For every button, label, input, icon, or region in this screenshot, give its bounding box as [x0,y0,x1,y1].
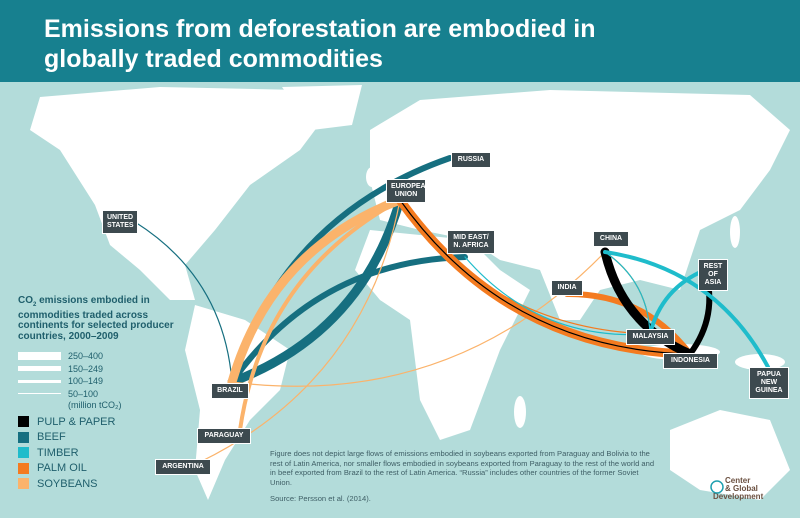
region-label-eu: EUROPEAN UNION [386,179,431,203]
color-swatch [18,431,29,443]
band-label: 250–400 [68,351,104,362]
continents [30,85,790,500]
legend-commodity: PALM OIL [18,461,198,477]
page-title: Emissions from deforestation are embodie… [44,15,596,73]
region-label-china: CHINA [593,231,629,247]
header-banner: Emissions from deforestation are embodie… [0,0,800,82]
commodity-label: PALM OIL [37,462,87,475]
commodity-label: PULP & PAPER [37,415,116,428]
commodity-label: SOYBEANS [37,477,98,490]
region-label-india: INDIA [551,280,583,296]
band-label: 150–249 [68,363,104,374]
footnote: Figure does not depict large flows of em… [270,449,655,487]
region-label-rest-of-asia: REST OF ASIA [698,259,728,291]
legend-title-rest: emissions embodied in commodities traded… [18,295,174,342]
legend-band: 250–400 [18,350,198,363]
legend-commodity: BEEF [18,430,198,446]
flow-arrow [229,254,468,385]
legend-band: 50–100 [18,388,198,401]
world-map [30,85,790,500]
legend-title-co: CO [18,295,33,306]
flow-arrow [227,195,405,387]
logo-line: Center [725,476,751,485]
japan [730,216,740,248]
legend-commodity: TIMBER [18,445,198,461]
region-label-mideast: MID EAST/ N. AFRICA [447,230,495,254]
legend-commodity: PULP & PAPER [18,414,198,430]
flow-arrow [227,195,405,387]
color-swatch [18,416,29,428]
logo-line: Development [713,492,764,501]
north-america [30,87,330,300]
legend-band: 100–149 [18,375,198,388]
trade-flows [134,155,770,463]
source-note: Source: Persson et al. (2014). [270,494,371,503]
region-label-us: UNITED STATES [102,210,138,234]
commodity-label: BEEF [37,431,66,444]
new-guinea [735,354,785,370]
greenland [282,85,362,130]
region-label-russia: RUSSIA [451,152,491,168]
region-label-argentina: ARGENTINA [155,459,211,475]
flow-arrow [464,256,651,336]
band-label: 50–100 [68,388,99,399]
globe-icon [710,480,724,494]
flow-arrow [399,199,691,355]
legend-title: CO2 emissions embodied in commodities tr… [18,295,198,342]
flow-arrow [604,251,651,335]
region-label-png: PAPUA NEW GUINEA [749,367,789,399]
legend-commodity: SOYBEANS [18,476,198,492]
cgd-logo: Center & Global Development [710,476,764,501]
flow-arrow [600,247,695,359]
band-label: 100–149 [68,376,104,387]
uk [366,167,378,187]
logo-line: & Global [725,484,758,493]
legend-title-sub: 2 [33,302,37,308]
south-america [185,305,290,500]
australia [670,410,790,500]
region-label-paraguay: PARAGUAY [197,428,251,444]
commodity-label: TIMBER [37,446,79,459]
legend-band: 150–249 [18,363,198,376]
legend: CO2 emissions embodied in commodities tr… [18,295,198,492]
region-label-indonesia: INDONESIA [663,353,718,369]
eurasia [370,90,790,320]
flow-arrow [134,221,233,383]
flow-arrow [648,268,707,336]
region-label-malaysia: MALAYSIA [626,329,675,345]
region-label-brazil: BRAZIL [211,383,249,399]
madagascar [514,396,526,428]
color-swatch [18,447,29,459]
color-swatch [18,478,29,490]
legend-unit: (million tCO₂) [68,400,122,410]
color-swatch [18,462,29,474]
africa [355,230,530,440]
